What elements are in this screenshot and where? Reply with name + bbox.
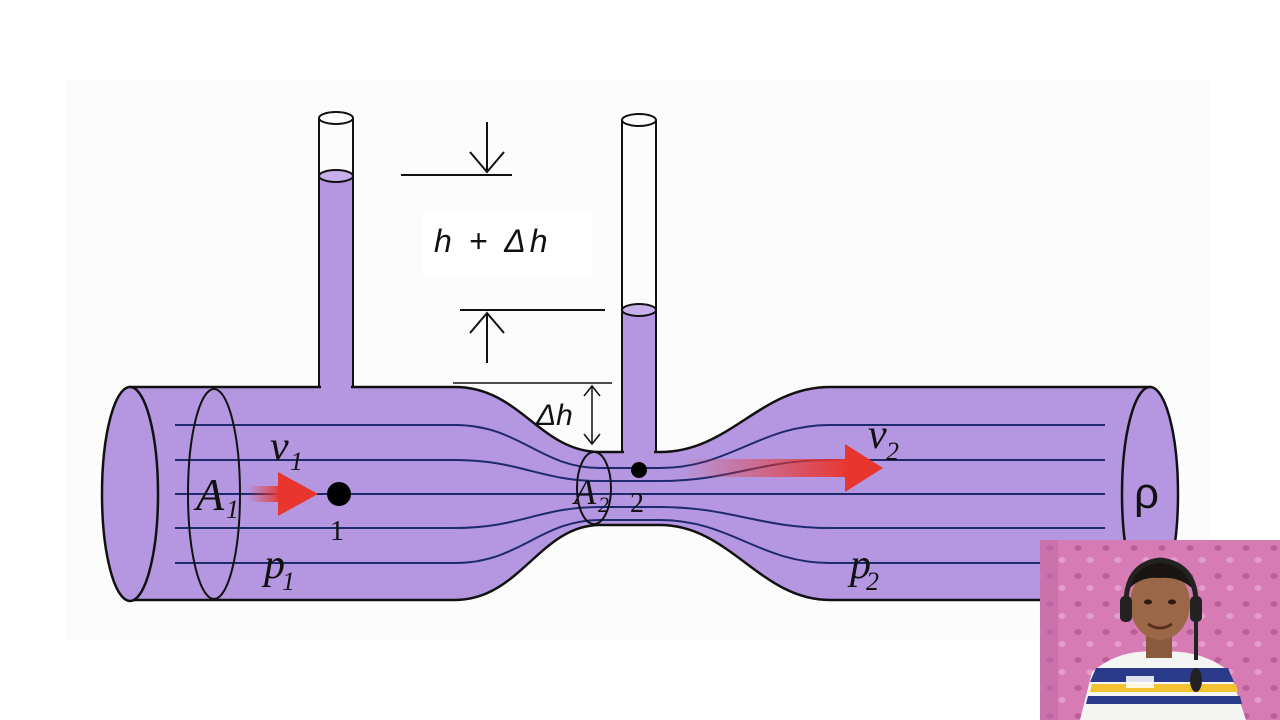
point-1-label: 1 xyxy=(330,516,344,547)
velocity1-label: v xyxy=(270,424,289,470)
cross-section-a2 xyxy=(576,451,612,525)
pressure2-subscript: 2 xyxy=(866,567,879,596)
inlet-end xyxy=(100,385,160,603)
velocity2-label: v xyxy=(868,412,887,458)
velocity1-subscript: 1 xyxy=(290,447,303,476)
area1-subscript: 1 xyxy=(226,495,239,524)
piezometer-tube-1 xyxy=(318,111,354,388)
point-2-label: 2 xyxy=(630,488,644,519)
velocity2-subscript: 2 xyxy=(886,437,899,466)
webcam-overlay xyxy=(1040,540,1280,720)
velocity-arrow-1 xyxy=(248,472,318,516)
area1-label: A xyxy=(193,469,225,520)
piezometer-tube-2 xyxy=(621,113,657,455)
pressure1-label: p xyxy=(261,542,285,588)
height-label-box: h + Δh xyxy=(422,213,592,275)
pressure2-label: p xyxy=(847,542,871,588)
pressure1-subscript: 1 xyxy=(282,567,295,596)
point-1-marker xyxy=(327,482,351,506)
point-2-marker xyxy=(631,462,647,478)
density-label: ρ xyxy=(1134,469,1159,518)
delta-h-dimension xyxy=(453,382,612,446)
cross-section-a1 xyxy=(187,388,241,600)
height-label: h + Δh xyxy=(434,223,552,259)
area2-label: A xyxy=(572,472,597,512)
height-dimension xyxy=(401,122,605,363)
area2-subscript: 2 xyxy=(598,492,609,517)
person-webcam-icon xyxy=(1040,540,1280,720)
velocity-arrow-2 xyxy=(680,444,883,492)
delta-h-label: Δh xyxy=(535,399,573,432)
